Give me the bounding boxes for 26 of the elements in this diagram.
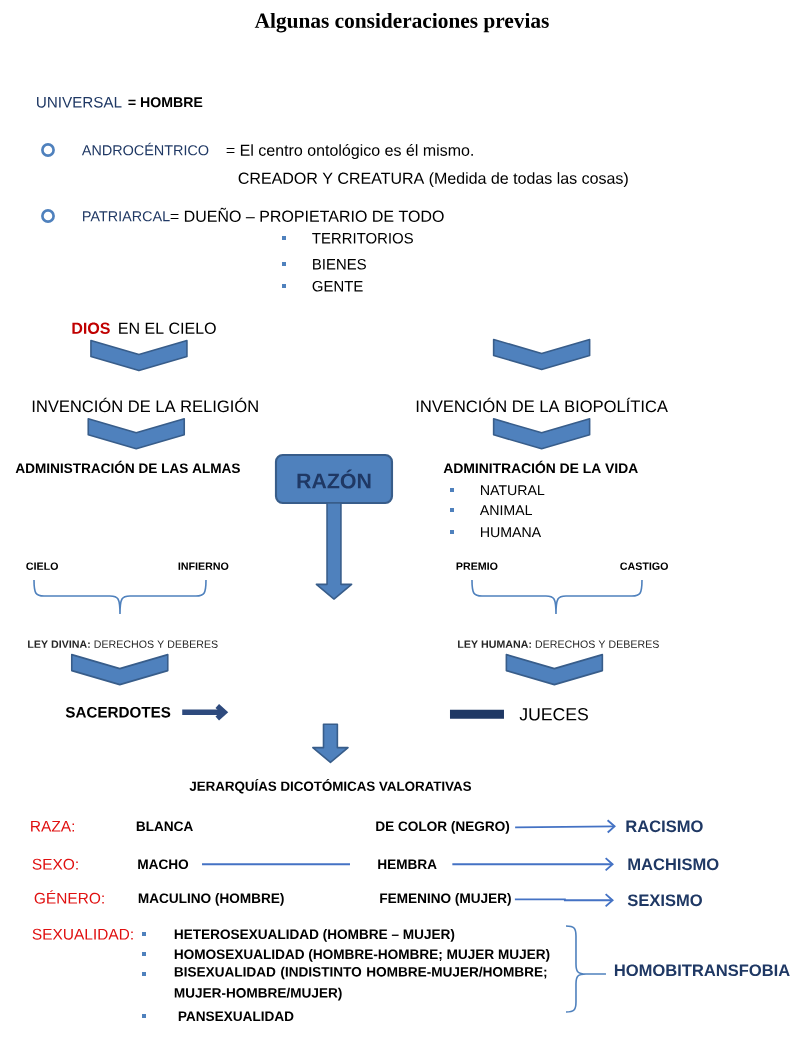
heading: INVENCIÓN DE LA BIOPOLÍTICA <box>416 397 668 413</box>
block-arrow <box>312 723 349 764</box>
chevron-arrow <box>492 338 591 371</box>
label: = El centro ontológico es él mismo. <box>226 144 473 160</box>
label: = DUEÑO – PROPIETARIO DE TODO <box>170 207 444 222</box>
label: RACISMO <box>626 820 703 833</box>
chevron-arrow <box>505 653 604 686</box>
label: HOMOBITRANSFOBIA <box>614 964 790 977</box>
label: DIOS EN EL CIELO <box>72 322 216 334</box>
label: SEXISMO <box>627 894 702 907</box>
chevron-arrow <box>70 653 169 686</box>
connector-line <box>201 863 351 866</box>
arrow <box>182 704 229 721</box>
chevron-arrow <box>492 418 591 450</box>
connector-line <box>450 709 504 719</box>
arrow <box>451 857 614 872</box>
arrow <box>514 819 616 834</box>
title: Algunas consideraciones previas <box>254 12 549 33</box>
chevron-arrow <box>87 418 186 450</box>
label: JUECES <box>519 708 588 721</box>
arrow <box>513 893 614 908</box>
block-arrow <box>315 502 353 600</box>
heading: INVENCIÓN DE LA RELIGIÓN <box>32 397 258 413</box>
label: CREADOR Y CREATURA (Medida de todas las cosas) <box>238 172 628 188</box>
rounded-box: RAZÓN <box>274 453 394 505</box>
label: MACHISMO <box>628 858 719 871</box>
